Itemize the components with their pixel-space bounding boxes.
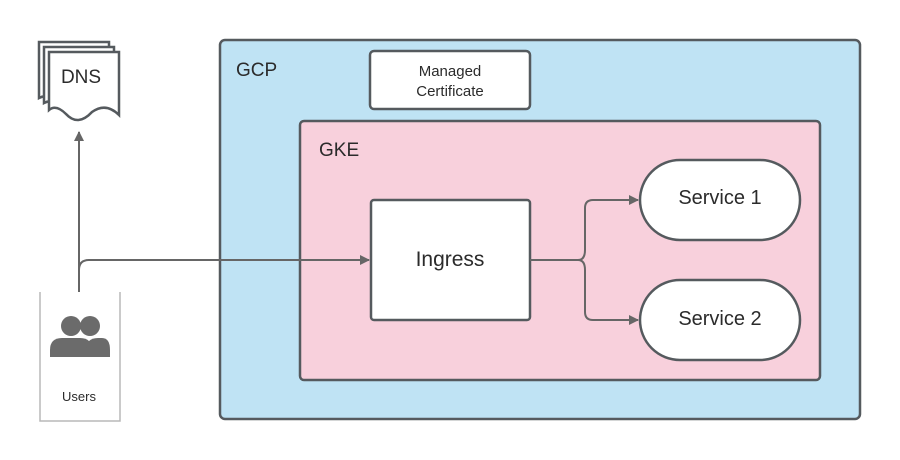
ingress-to-service-2-arrow (577, 259, 639, 325)
dns-label: DNS (61, 67, 101, 88)
ingress-to-service-1-arrow (577, 195, 639, 261)
service-1-label: Service 1 (678, 187, 761, 209)
users-to-ingress-arrow (78, 255, 370, 271)
managed-certificate-label-line1: Managed (419, 63, 482, 80)
service-2-box (638, 278, 802, 362)
users-icon (50, 316, 110, 357)
users-card-edges (39, 292, 121, 422)
users-node[interactable]: Users (39, 292, 121, 422)
gke-label: GKE (319, 140, 359, 161)
gcp-label: GCP (236, 60, 277, 81)
users-label: Users (62, 389, 96, 404)
service-2-node[interactable]: Service 2 (638, 278, 802, 362)
service-1-node[interactable]: Service 1 (638, 158, 802, 242)
managed-certificate-node[interactable]: Managed Certificate (368, 49, 532, 111)
service-2-label: Service 2 (678, 308, 761, 330)
ingress-label: Ingress (416, 248, 485, 271)
managed-certificate-box (368, 49, 532, 111)
managed-certificate-label-line2: Certificate (416, 83, 484, 100)
dns-doc-front (47, 50, 121, 122)
service-1-box (638, 158, 802, 242)
dns-node[interactable]: DNS (37, 40, 121, 122)
connectors (74, 131, 639, 325)
ingress-node[interactable]: Ingress (369, 198, 532, 322)
